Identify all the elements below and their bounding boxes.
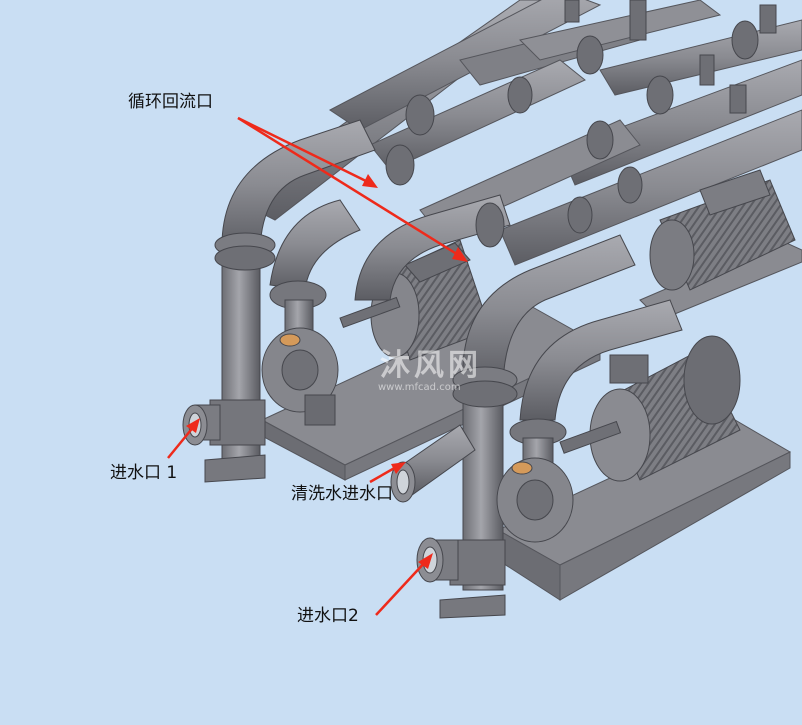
arrow-inlet-1 — [167, 424, 196, 459]
left-pump — [261, 199, 361, 426]
front-motor — [559, 335, 741, 482]
arrow-recirc-upper — [237, 116, 371, 185]
label-recirc-return: 循环回流口 — [128, 92, 213, 112]
label-inlet-2: 进水口2 — [297, 606, 359, 626]
rear-valves — [385, 0, 777, 234]
arrow-inlet-2 — [375, 559, 428, 616]
middle-elbows — [354, 194, 511, 301]
front-pump — [496, 299, 683, 543]
label-inlet-1: 进水口 1 — [110, 463, 178, 483]
base-frame-front — [496, 419, 792, 601]
watermark-url: www.mfcad.com — [378, 382, 461, 393]
arrow-recirc-lower — [237, 116, 461, 258]
left-riser — [204, 119, 376, 483]
wash-inlet-pipe — [390, 424, 476, 503]
front-riser — [439, 234, 636, 619]
inlet-1-flange — [182, 404, 221, 446]
label-wash-inlet: 清洗水进水口 — [291, 484, 393, 504]
rear-motors — [649, 169, 796, 291]
callout-arrows — [167, 116, 468, 616]
watermark: 沐风网 www.mfcad.com — [330, 340, 482, 393]
watermark-text: 沐风网 — [380, 348, 482, 383]
